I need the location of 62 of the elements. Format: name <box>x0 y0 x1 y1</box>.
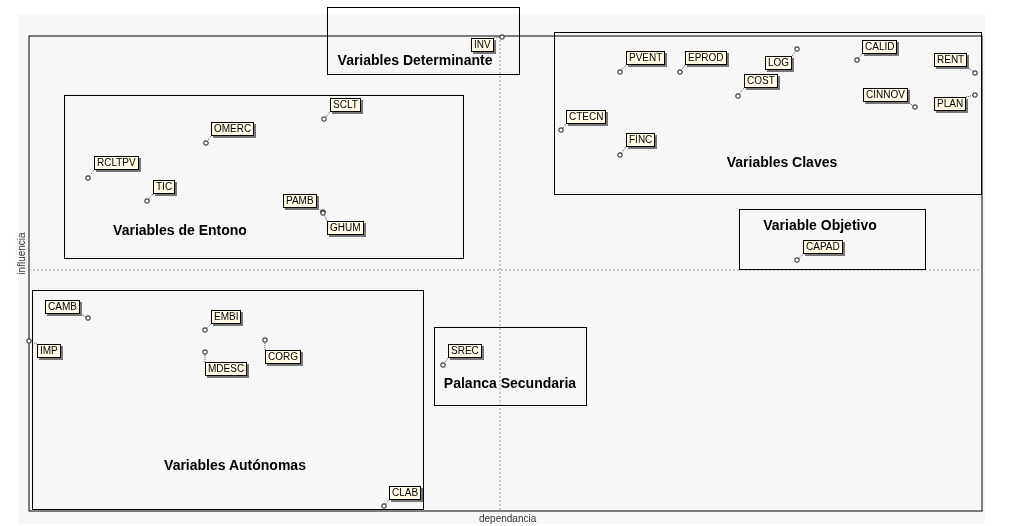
variable-label: IMP <box>37 344 61 358</box>
variable-label: TIC <box>153 180 176 194</box>
variable-label: CAPAD <box>803 240 843 254</box>
axis-title: influencia <box>15 232 27 275</box>
leader-line <box>202 349 208 363</box>
leader-line <box>907 101 918 110</box>
group-box <box>32 290 424 510</box>
variable-label: CTECN <box>566 110 607 124</box>
leader-line <box>262 337 268 351</box>
axis-title: dependancia <box>479 513 537 524</box>
group-box <box>64 95 464 259</box>
variable-label: FINC <box>626 133 656 147</box>
leader-line <box>381 499 390 509</box>
group-box <box>327 7 520 75</box>
variable-label: OMERC <box>211 122 255 136</box>
variable-label: PVENT <box>626 51 666 65</box>
variable-label: EMBI <box>211 310 242 324</box>
leader-line <box>791 46 800 57</box>
group-title: Palanca Secundaria <box>443 375 577 391</box>
variable-label: CLAB <box>389 486 422 500</box>
group-title: Variables Autónomas <box>164 457 306 473</box>
leader-line <box>144 193 154 204</box>
leader-line <box>735 87 745 99</box>
group-title: Variable Objetivo <box>763 217 877 233</box>
leader-line <box>794 253 804 263</box>
variable-label: CINNOV <box>863 88 908 102</box>
group-box <box>434 327 587 406</box>
group-title: Variables Claves <box>726 154 838 170</box>
variable-label: EPROD <box>685 51 727 65</box>
group-box <box>739 209 926 270</box>
leader-line <box>558 123 567 133</box>
leader-line <box>85 169 95 181</box>
group-title: Variables Determinante <box>337 52 493 68</box>
variable-label: CALID <box>862 40 898 54</box>
variable-label: MDESC <box>205 362 248 376</box>
variable-label: PAMB <box>283 194 317 208</box>
leader-line <box>440 357 449 368</box>
leader-line <box>26 338 38 345</box>
variable-label: INV <box>471 38 494 52</box>
leader-line <box>854 53 863 63</box>
variable-label: GHUM <box>327 221 364 235</box>
group-box <box>554 32 982 195</box>
leader-line <box>202 323 212 333</box>
leader-line <box>321 111 331 122</box>
variable-label: SCLT <box>330 98 361 112</box>
variable-label: LOG <box>765 56 793 70</box>
leader-line <box>677 64 686 75</box>
leader-line <box>965 92 978 98</box>
leader-line <box>617 64 627 75</box>
leader-line <box>320 210 328 222</box>
variable-label: COST <box>744 74 778 88</box>
variable-label: SREC <box>448 344 482 358</box>
leader-line <box>203 135 212 146</box>
leader-line <box>617 146 627 158</box>
variable-label: CAMB <box>45 300 80 314</box>
variable-label: RCLTPV <box>94 156 139 170</box>
leader-line <box>966 66 978 76</box>
variable-label: PLAN <box>934 97 967 111</box>
variable-label: RENT <box>934 53 968 67</box>
leader-line <box>493 34 505 40</box>
variable-label: CORG <box>265 350 301 364</box>
group-title: Variables de Entono <box>113 222 247 238</box>
